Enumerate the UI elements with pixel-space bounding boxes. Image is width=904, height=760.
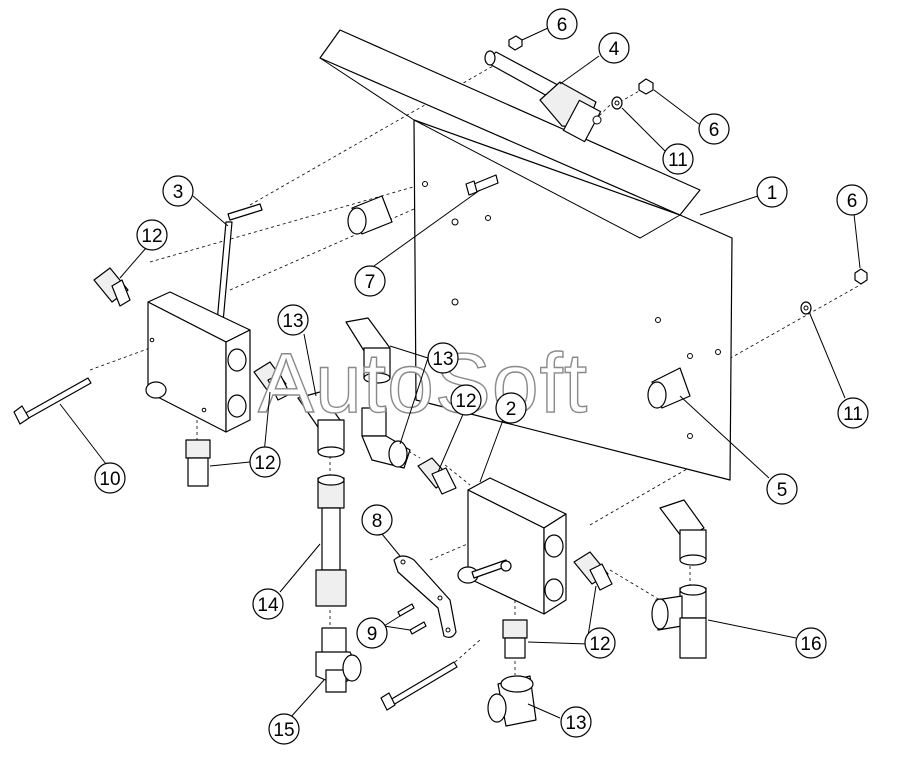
fitting-part-12-right — [573, 551, 613, 591]
callout-13-middle: 13 — [427, 342, 459, 374]
elbow-part-13-middle — [361, 407, 411, 469]
callout-10: 10 — [94, 462, 126, 494]
long-bolt-bottom — [380, 661, 458, 711]
tee-part-15 — [315, 627, 362, 693]
elbow-part-13-left — [297, 391, 345, 458]
callout-15-label: 15 — [273, 720, 294, 741]
callout-9: 9 — [356, 617, 388, 649]
callout-13-bottom-label: 13 — [565, 713, 586, 734]
callout-balloons: 1 2 3 4 5 6 6 6 7 8 9 10 11 11 12 12 12 … — [94, 8, 869, 745]
leader-lines — [59, 27, 861, 719]
callout-1: 1 — [756, 176, 788, 208]
callout-4-label: 4 — [609, 39, 620, 60]
callout-16-label: 16 — [800, 634, 821, 655]
callout-12-center-label: 12 — [455, 391, 476, 412]
callout-7-label: 7 — [365, 272, 376, 293]
callout-16: 16 — [795, 627, 827, 659]
long-bolt-part-10 — [13, 377, 92, 425]
nut-part-6-right — [638, 78, 654, 95]
valve-block-left — [145, 291, 251, 433]
linear-actuator-part-4 — [484, 50, 602, 143]
callout-12-center: 12 — [450, 384, 482, 416]
fitting-part-12-middle — [253, 361, 291, 401]
nut-part-6-far-right — [854, 268, 868, 285]
callout-11-top-label: 11 — [668, 150, 688, 171]
callout-6-right-label: 6 — [709, 120, 720, 141]
fasteners-nuts-washers — [508, 35, 868, 315]
callout-3: 3 — [162, 175, 194, 207]
callout-13-left: 13 — [277, 304, 309, 336]
callout-12-left-bottom-label: 12 — [254, 453, 275, 474]
callout-13-left-label: 13 — [282, 311, 303, 332]
callout-8: 8 — [361, 504, 393, 536]
callout-6-top-label: 6 — [557, 15, 568, 36]
callout-15: 15 — [268, 713, 300, 745]
fitting-part-12-bottom — [502, 619, 528, 659]
callout-13-middle-label: 13 — [432, 349, 453, 370]
callout-1-label: 1 — [767, 183, 778, 204]
callout-11-far-right-label: 11 — [843, 404, 863, 425]
callout-14-label: 14 — [257, 595, 279, 616]
bolt-part-7 — [465, 174, 499, 196]
callout-8-label: 8 — [372, 511, 383, 532]
valve-block-part-2 — [457, 477, 567, 615]
fitting-part-12-center — [417, 457, 457, 495]
tee-part-16 — [651, 584, 707, 659]
callout-2-label: 2 — [506, 399, 517, 420]
callout-6-far-right-label: 6 — [847, 191, 858, 212]
callout-10-label: 10 — [99, 469, 120, 490]
callout-4: 4 — [598, 32, 630, 64]
callout-5-label: 5 — [777, 480, 788, 501]
callout-13-bottom: 13 — [560, 706, 592, 738]
callout-7: 7 — [354, 265, 386, 297]
callout-6-top: 6 — [546, 8, 578, 40]
callout-9-label: 9 — [367, 624, 378, 645]
callout-11-far-right: 11 — [837, 397, 869, 429]
nut-part-6-top — [508, 35, 523, 51]
elbow-part-13-top — [345, 317, 391, 384]
callout-14: 14 — [252, 588, 284, 620]
spacer-part-5 — [347, 195, 691, 409]
hose-part-14 — [315, 474, 347, 607]
callout-11-top: 11 — [662, 143, 694, 175]
callout-12-right-label: 12 — [589, 634, 610, 655]
callout-12-left-bottom: 12 — [249, 446, 281, 478]
elbow-part-13-bottom — [487, 675, 537, 727]
callout-12-right: 12 — [584, 627, 616, 659]
watermark-text: AutoSoft — [258, 336, 588, 430]
fitting-part-12-top-left — [93, 267, 131, 307]
callout-5: 5 — [766, 473, 798, 505]
callout-12-top-left: 12 — [136, 219, 168, 251]
callout-3-label: 3 — [173, 182, 184, 203]
pins-part-9 — [397, 603, 427, 635]
callout-12-top-left-label: 12 — [141, 226, 162, 247]
callout-6-far-right: 6 — [836, 184, 868, 216]
callout-2: 2 — [495, 392, 527, 424]
elbow-part-16-top — [659, 499, 707, 566]
callout-6-right: 6 — [698, 113, 730, 145]
bracket-part-8 — [393, 555, 457, 638]
fitting-part-12-left-bottom — [185, 439, 211, 487]
